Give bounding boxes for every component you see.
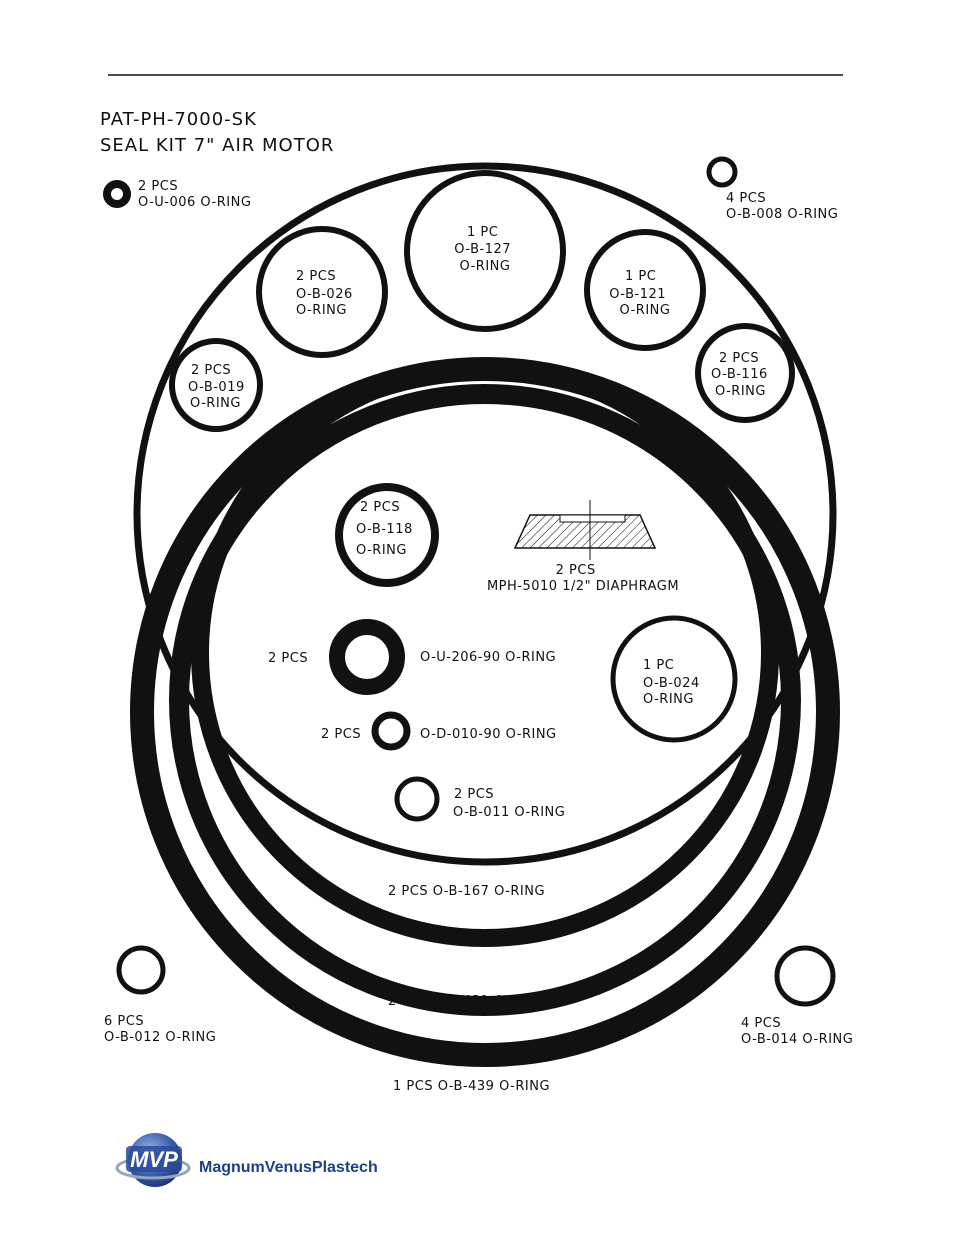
company-logo: MVP MagnumVenusPlastech (115, 1133, 378, 1187)
ring-o-b-024 (610, 615, 738, 743)
ring-o-b-431 (169, 384, 801, 1016)
label-o-b-014: 4 PCS O-B-014 O-RING (741, 1016, 853, 1047)
ring-o-b-019 (169, 338, 263, 432)
label-o-b-116: 2 PCS O-B-116 O-RING (711, 351, 772, 399)
label-o-b-167: 2 PCS O-B-167 O-RING (388, 884, 545, 899)
label-o-b-012: 6 PCS O-B-012 O-RING (104, 1014, 216, 1045)
label-o-b-439: 1 PCS O-B-439 O-RING (393, 1079, 550, 1094)
logo-company-name: MagnumVenusPlastech (199, 1159, 378, 1176)
kit-description: SEAL KIT 7" AIR MOTOR (100, 135, 334, 156)
ring-o-b-008 (706, 156, 738, 188)
ring-o-b-167 (191, 359, 779, 947)
ring-o-b-012 (116, 945, 166, 995)
label-o-b-019: 2 PCS O-B-019 O-RING (188, 363, 249, 411)
ring-housing-outline (133, 162, 837, 866)
label-o-b-118: 2 PCS O-B-118 O-RING (356, 500, 417, 558)
ring-o-b-014 (774, 945, 836, 1007)
ring-o-u-006 (103, 180, 131, 208)
ring-o-b-026 (256, 226, 388, 358)
ring-o-b-011 (394, 776, 440, 822)
label-o-b-011: 2 PCS O-B-011 O-RING (453, 787, 565, 820)
ring-o-b-116 (695, 323, 795, 423)
logo-mark: MVP (130, 1147, 178, 1172)
label-diaphragm: 2 PCS MPH-5010 1/2" DIAPHRAGM (487, 563, 679, 594)
label-o-u-206-name: O-U-206-90 O-RING (420, 650, 556, 665)
label-o-d-010-qty: 2 PCS (321, 727, 361, 742)
label-o-b-121: 1 PC O-B-121 O-RING (609, 269, 670, 318)
ring-o-u-206-90 (329, 619, 405, 695)
label-o-b-431: 2 PCS O-B-431 O-RING (388, 994, 545, 1009)
ring-o-b-118 (335, 483, 439, 587)
ring-o-b-121 (584, 229, 706, 351)
label-o-b-026: 2 PCS O-B-026 O-RING (296, 269, 357, 318)
diaphragm-section (513, 500, 657, 560)
label-o-b-008: 4 PCS O-B-008 O-RING (726, 191, 838, 222)
ring-o-b-127 (404, 170, 566, 332)
label-o-u-006: 2 PCS O-U-006 O-RING (138, 179, 251, 210)
label-o-b-127: 1 PC O-B-127 O-RING (454, 225, 515, 274)
label-o-b-024: 1 PC O-B-024 O-RING (643, 658, 704, 707)
ring-o-d-010-90 (371, 711, 411, 751)
label-o-u-206-qty: 2 PCS (268, 651, 308, 666)
kit-part-number: PAT-PH-7000-SK (100, 109, 257, 130)
label-o-d-010-name: O-D-010-90 O-RING (420, 727, 557, 742)
